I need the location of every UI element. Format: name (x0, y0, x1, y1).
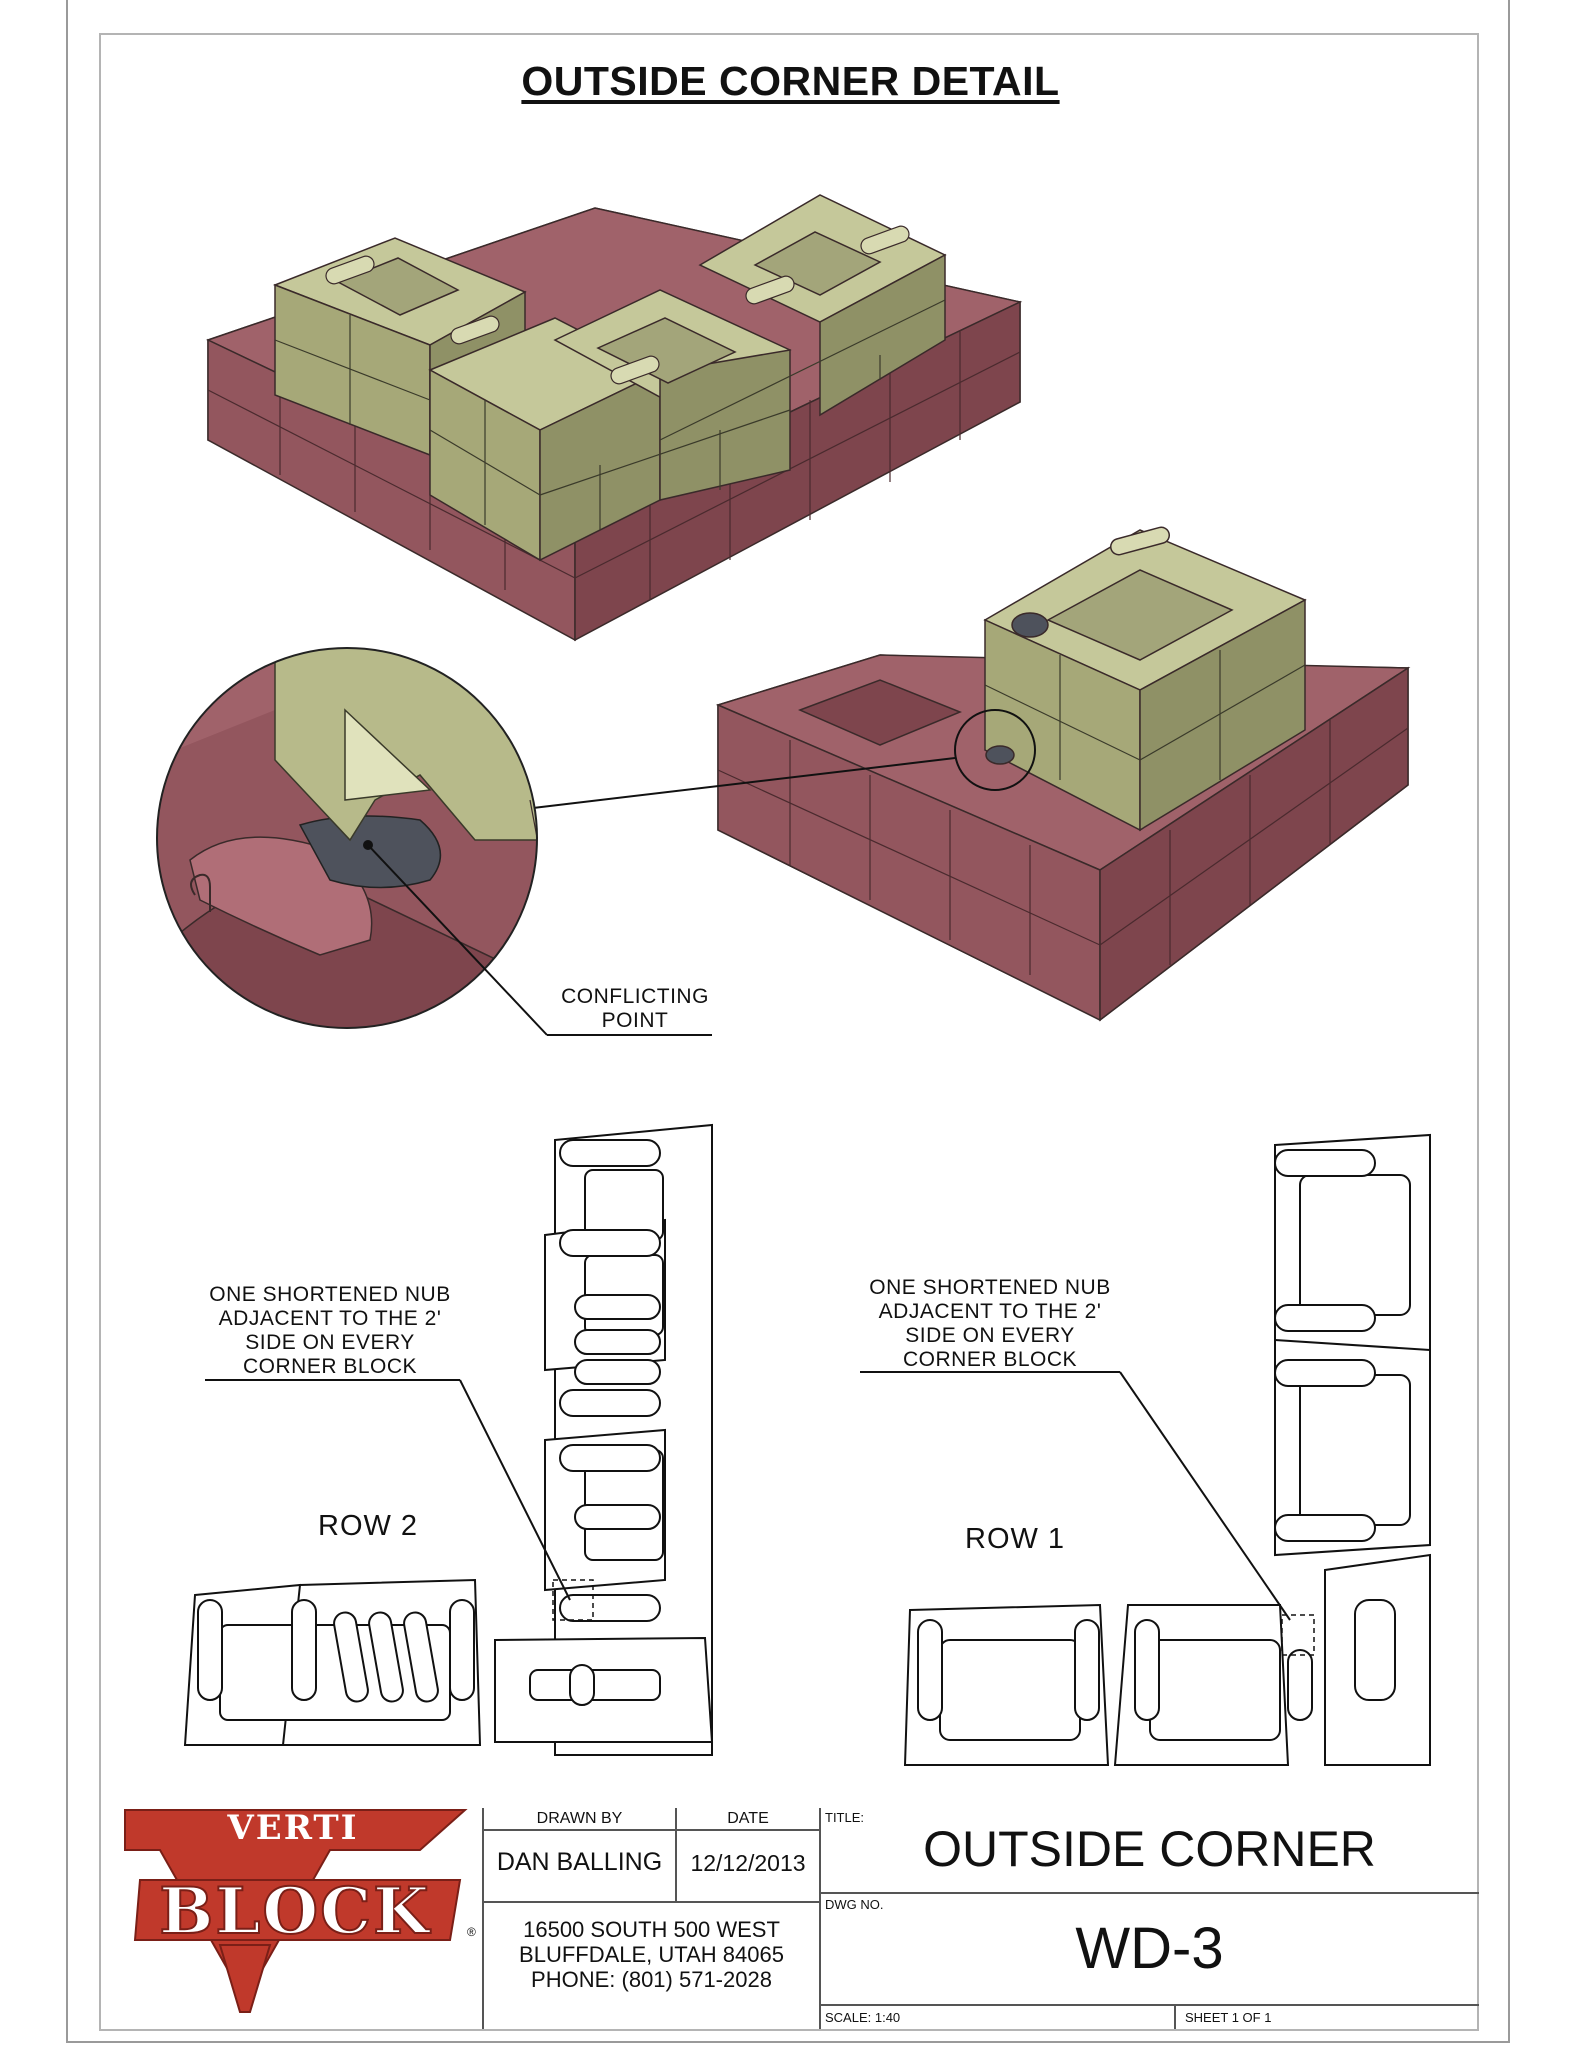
address-line-1: 16500 SOUTH 500 WEST (523, 1917, 780, 1942)
drawn-by-value: DAN BALLING (496, 1848, 663, 1876)
iso-assembly-top (206, 194, 1023, 642)
address-line-3: PHONE: (801) 571-2028 (531, 1967, 772, 1992)
row1-leader (860, 1371, 1291, 1621)
row1-label: ROW 1 (965, 1523, 1066, 1555)
sheet-border (66, 0, 1510, 2043)
conflict-leader (363, 840, 712, 1036)
drawing-title: OUTSIDE CORNER DETAIL (521, 58, 1060, 104)
title-header: TITLE: (825, 1810, 865, 1825)
iso-assembly-partial (715, 526, 1411, 1022)
sheet-title: OUTSIDE CORNER (923, 1821, 1376, 1877)
logo-registered-mark: ® (467, 1925, 476, 1939)
row2-label: ROW 2 (318, 1510, 419, 1542)
shortened-nub-label-right: ONE SHORTENED NUB ADJACENT TO THE 2' SID… (869, 1276, 1111, 1371)
date-value: 12/12/2013 (690, 1850, 806, 1876)
row2-plan (183, 1123, 714, 1756)
dwg-no-header: DWG NO. (825, 1897, 884, 1912)
title-block-grid (482, 1808, 1479, 2029)
address-line-2: BLUFFDALE, UTAH 84065 (519, 1942, 784, 1967)
zoom-detail (156, 647, 538, 1029)
conflicting-point-label: CONFLICTING POINT (561, 985, 709, 1032)
drawing-frame (99, 33, 1479, 2031)
sheet-count: SHEET 1 OF 1 (1185, 2010, 1272, 2025)
shortened-nub-label-left: ONE SHORTENED NUB ADJACENT TO THE 2' SID… (209, 1283, 451, 1378)
zoom-leader (532, 757, 956, 809)
logo-text-verti: VERTI (227, 1808, 359, 1848)
dwg-number: WD-3 (1075, 1916, 1224, 1981)
logo-text-block: BLOCK (158, 1873, 431, 1950)
row1-plan (903, 1133, 1431, 1766)
company-address: 16500 SOUTH 500 WEST BLUFFDALE, UTAH 840… (483, 1917, 820, 1992)
drawn-by-header: DRAWN BY (536, 1810, 623, 1827)
row2-leader (205, 1379, 571, 1601)
scale-label: SCALE: 1:40 (825, 2010, 901, 2025)
date-header: DATE (727, 1810, 769, 1827)
vertiblock-logo (124, 1809, 468, 2013)
